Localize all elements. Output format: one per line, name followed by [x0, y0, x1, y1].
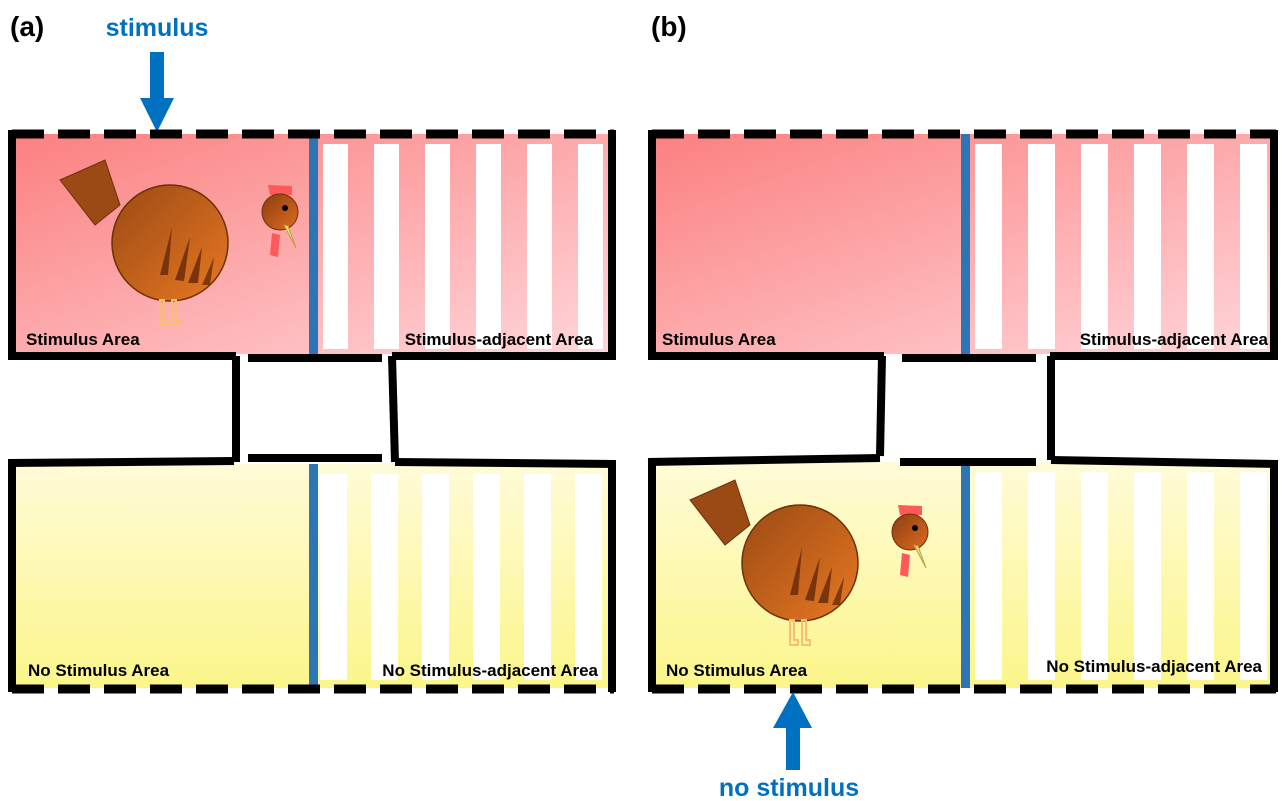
bottom-chamber-a: No Stimulus Area No Stimulus-adjacent Ar…	[7, 454, 617, 694]
divider-line	[309, 134, 318, 354]
panel-a: (a) stimulus Stimulus Ar	[7, 11, 617, 694]
top-chamber-a: Stimulus Area Stimulus-adjacent Area	[8, 129, 616, 362]
stimulus-adjacent-area-label: Stimulus-adjacent Area	[405, 330, 594, 349]
corridor-a	[232, 355, 399, 463]
divider-line	[309, 464, 318, 688]
no-stimulus-area-label: No Stimulus Area	[28, 661, 170, 680]
divider-line	[961, 134, 970, 354]
stimulus-arrow-icon	[140, 52, 174, 132]
corridor-b	[876, 355, 1055, 460]
no-stimulus-label: no stimulus	[719, 774, 859, 801]
no-stimulus-arrow-icon	[773, 692, 812, 770]
divider-line	[961, 462, 970, 688]
panel-label-a: (a)	[10, 11, 44, 42]
stripes	[975, 144, 1267, 349]
stimulus-area-label: Stimulus Area	[662, 330, 776, 349]
panel-label-b: (b)	[651, 11, 687, 42]
stripes	[323, 144, 603, 349]
no-stimulus-adjacent-area-label: No Stimulus-adjacent Area	[382, 661, 598, 680]
stripes	[320, 474, 602, 680]
stimulus-area-label: Stimulus Area	[26, 330, 140, 349]
no-stimulus-area-label: No Stimulus Area	[666, 661, 808, 680]
no-stimulus-adjacent-area-label: No Stimulus-adjacent Area	[1046, 657, 1262, 676]
panel-b: (b) Stimulus Area Stimulus-adjacent Area	[647, 11, 1279, 801]
top-chamber-b: Stimulus Area Stimulus-adjacent Area	[648, 129, 1278, 362]
stimulus-adjacent-area-label: Stimulus-adjacent Area	[1080, 330, 1269, 349]
stripes	[975, 472, 1267, 680]
stimulus-label: stimulus	[106, 14, 209, 42]
